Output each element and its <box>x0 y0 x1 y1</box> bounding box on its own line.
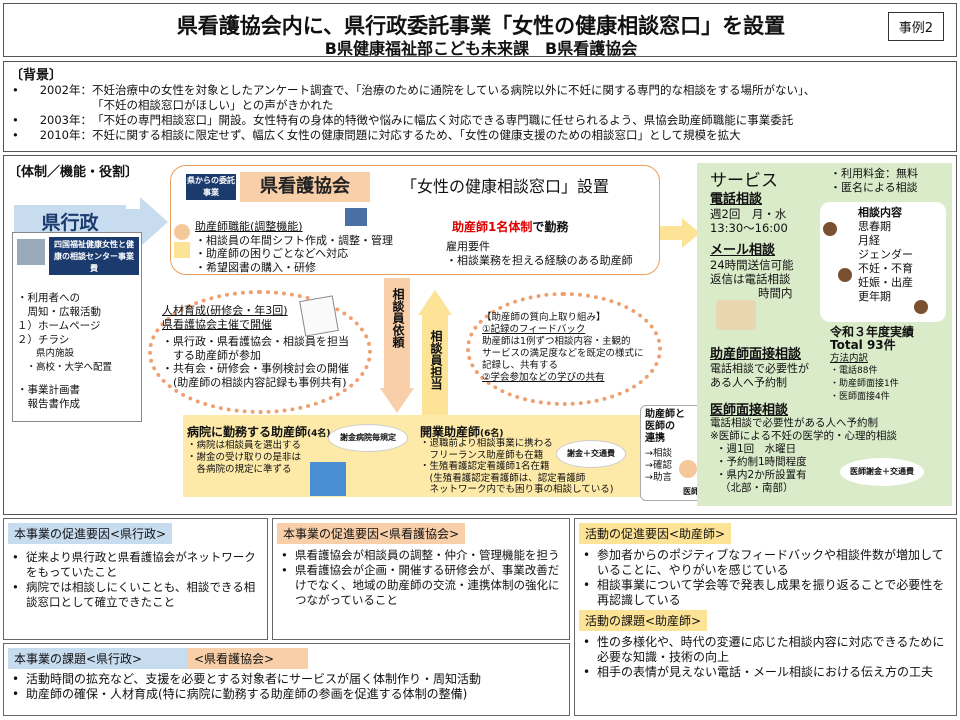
header: 県看護協会内に、県行政委託事業「女性の健康相談窓口」を設置 B県健康福祉部こども… <box>3 3 957 58</box>
list-item: 相手の表情が見えない電話・メール相談における伝え方の工夫 <box>581 665 950 680</box>
list-item: 助産師の確保・人材育成(特に病院に勤務する助産師の参画を促進する体制の整備) <box>10 687 563 702</box>
person-icon <box>174 224 190 264</box>
pref-item: 周知・広報活動 <box>17 306 101 318</box>
pref-item: １）ホームページ <box>17 320 101 332</box>
bg-item: •2003年：「不妊の専門相談窓口」開設。女性特有の身体的特徴や悩みに幅広く対応… <box>12 113 794 127</box>
open-midwife-heading: 開業助産師(6名) <box>420 425 504 439</box>
training-block: 人材育成(研修会・年3回) 県看護協会主催で開催 ・県行政・県看護協会・相談員を… <box>162 304 349 389</box>
feedback-circle <box>466 292 662 406</box>
feedback-block: 【助産師の質向上取り組み】 ①記録のフィードバック 助産師は1例ずつ相談内容・主… <box>482 312 644 383</box>
list-item: 従来より県行政と県看護協会がネットワークをもっていたこと <box>10 550 261 580</box>
building-icon <box>17 239 45 265</box>
system-section <box>3 155 957 515</box>
pref-factor-heading: 本事業の促進要因<県行政> <box>8 523 173 544</box>
bg-item: 「不妊の相談窓口がほしい」との声がきかれた <box>92 98 334 112</box>
mail-block: メール相談 24時間送信可能 返信は電話相談 時間内 <box>710 243 794 301</box>
background-heading: 〔背景〕 <box>10 68 63 83</box>
assoc-factor-heading: 本事業の促進要因<県看護協会> <box>277 523 466 544</box>
phone-block: 電話相談 週2回 月・水 13:30～16:00 <box>710 192 788 236</box>
bg-item: •2002年：不妊治療中の女性を対象としたアンケート調査で、「治療のために通院を… <box>12 83 816 97</box>
notebook-icon <box>299 295 339 337</box>
system-heading: 〔体制／機能・役割〕 <box>8 165 139 180</box>
pref-factor-box: 本事業の促進要因<県行政> 従来より県行政と県看護協会がネットワークをもっていた… <box>3 518 268 640</box>
list-item: 県看護協会が相談員の調整・仲介・管理機能を担う <box>279 548 563 563</box>
nurse-association-label: 県看護協会 <box>240 172 370 202</box>
doctor-interview-block: 医師面接相談 電話相談で必要性がある人へ予約制 ※医師による不妊の医学的・心理的… <box>710 403 897 494</box>
page-title: 県看護協会内に、県行政委託事業「女性の健康相談窓口」を設置 <box>176 14 786 38</box>
hospital-icon <box>310 462 346 496</box>
background-section: 〔背景〕 •2002年：不妊治療中の女性を対象としたアンケート調査で、「治療のた… <box>3 61 957 152</box>
consultation-illustration <box>716 300 756 330</box>
open-block: ・退職前より相談事業に携わる フリーランス助産師も在籍 ・生殖看護認定看護師1名… <box>420 438 614 495</box>
center-label: 四国福祉健康女性と健康の相談センター事業費 <box>49 237 139 275</box>
content-block: 相談内容 思春期 月経 ジェンダー 不妊・不育 妊娠・出産 更年期 <box>858 206 913 303</box>
person-icon <box>914 300 928 314</box>
doctor-icon <box>679 460 697 478</box>
system-note: 助産師1名体制で勤務 <box>452 220 569 234</box>
consult-window-label: 「女性の健康相談窓口」設置 <box>400 177 609 196</box>
doctor-fee-tag: 医師謝金＋交通費 <box>840 458 924 486</box>
prefecture-box: 四国福祉健康女性と健康の相談センター事業費 ・利用者への 周知・広報活動 １）ホ… <box>12 232 142 422</box>
function-block: 助産師職能(調整機能) ・相談員の年間シフト作成・調整・管理 ・助産師の困りごと… <box>195 220 393 274</box>
midwife-interview-block: 助産師面接相談 電話相談で必要性が ある人へ予約制 <box>710 347 809 390</box>
results-block: 令和３年度実績 Total 93件 方法内訳 ・電話88件 ・助産師面接1件 ・… <box>830 325 915 403</box>
issue-heading-pref: 本事業の課題<県行政> <box>8 648 188 669</box>
issue-heading-assoc: <県看護協会> <box>188 648 308 669</box>
hospital-midwife-heading: 病院に勤務する助産師(4名) <box>187 425 331 439</box>
nurse-association-box <box>170 165 660 275</box>
pref-item: 報告書作成 <box>17 398 80 410</box>
doctor-label: 医師 <box>683 487 699 496</box>
bg-item: •2010年：不妊に関する相談に限定せず、幅広く女性の健康問題に対応するため、「… <box>12 128 741 142</box>
arrow-right-icon <box>660 218 700 248</box>
list-item: 県看護協会が企画・開催する研修会が、事業改善だけでなく、地域の助産師の交流・連携… <box>279 563 563 608</box>
commission-badge: 県からの委託事業 <box>186 174 236 200</box>
pref-item: ・利用者への <box>17 292 80 304</box>
person-icon <box>823 222 837 236</box>
training-circle <box>148 290 372 414</box>
activity-factor-heading: 活動の促進要因<助産師> <box>579 523 732 544</box>
link-box: 助産師と医師の連携 →相談→確認→助言 医師 <box>640 405 702 501</box>
hospital-block: ・病院は相談員を選出する ・謝金の受け取りの是非は 各病院の規定に準ずる <box>187 440 302 475</box>
page-subtitle: B県健康福祉部こども未来課 B県看護協会 <box>324 39 638 58</box>
activity-issue-heading: 活動の課題<助産師> <box>579 610 708 631</box>
case-label: 事例2 <box>887 12 944 41</box>
pref-item: ・高校・大学へ配置 <box>17 362 113 373</box>
pref-item: ２）チラシ <box>17 334 70 346</box>
arrow-up-icon <box>418 290 452 415</box>
assoc-factor-box: 本事業の促進要因<県看護協会> 県看護協会が相談員の調整・仲介・管理機能を担う … <box>272 518 570 640</box>
hospital-fee-tag: 謝金病院毎規定 <box>328 424 408 452</box>
arrow-up-label: 相談員担当 <box>429 330 443 390</box>
list-item: 性の多様化や、時代の変遷に応じた相談内容に対応できるために必要な知識・技術の向上 <box>581 635 950 665</box>
arrow-down-label: 相談員依頼 <box>391 288 405 348</box>
list-item: 相談事業について学会等で発表し成果を振り返ることで必要性を再認識している <box>581 578 950 608</box>
pref-item: ・事業計画書 <box>17 384 80 396</box>
employment-block: 雇用要件 ・相談業務を担える経験のある助産師 <box>446 240 633 267</box>
issue-box: 本事業の課題<県行政> <県看護協会> 活動時間の拡充など、支援を必要とする対象… <box>3 643 570 716</box>
arrow-down-icon <box>380 278 414 413</box>
pref-item: 県内施設 <box>17 348 75 359</box>
open-fee-tag: 謝金＋交通費 <box>556 440 626 468</box>
person-icon <box>838 268 852 282</box>
list-item: 病院では相談しにくいことも、相談できる相談窓口として確立できたこと <box>10 580 261 610</box>
list-item: 活動時間の拡充など、支援を必要とする対象者にサービスが届く体制作り・周知活動 <box>10 672 563 687</box>
list-item: 参加者からのポジティブなフィードバックや相談件数が増加していることに、やりがいを… <box>581 548 950 578</box>
building-icon <box>345 208 367 226</box>
service-heading: サービス <box>710 171 778 191</box>
activity-box: 活動の促進要因<助産師> 参加者からのポジティブなフィードバックや相談件数が増加… <box>574 518 957 716</box>
service-fee-block: ・利用料金：無料・匿名による相談 <box>830 167 918 194</box>
